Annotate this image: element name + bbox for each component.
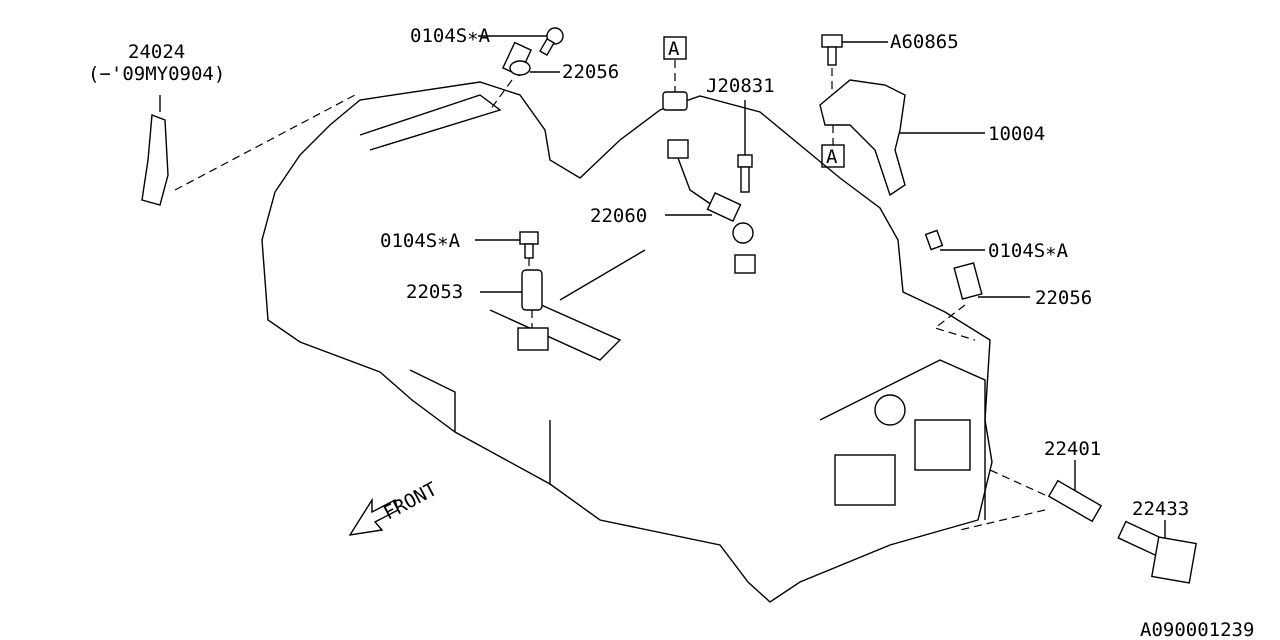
label-24024-note: (−'09MY0904) [88, 63, 225, 85]
part-22060-knock-sensor [665, 139, 756, 274]
part-24024-bracket [141, 94, 356, 206]
label-22053: 22053 [406, 281, 463, 303]
label-diagram-id: A090001239 [1140, 619, 1254, 640]
label-bolt-right: 0104S∗A [988, 240, 1069, 262]
label-j20831: J20831 [706, 75, 775, 97]
part-bolt-right [924, 229, 985, 251]
labels: 24024 (−'09MY0904) 0104S∗A 22056 A J2083… [88, 25, 1254, 640]
part-bolt-mid [475, 231, 539, 270]
front-arrow-icon [348, 497, 399, 536]
label-front: FRONT [380, 478, 441, 524]
part-22053-sensor [480, 269, 549, 351]
ref-a-right [821, 125, 845, 168]
label-ref-a-top: A [668, 38, 680, 60]
part-bolt-top [478, 27, 564, 57]
label-22401: 22401 [1044, 438, 1101, 460]
label-22060: 22060 [590, 205, 647, 227]
label-ref-a-right: A [826, 146, 838, 168]
label-22433: 22433 [1132, 498, 1189, 520]
part-22056-right-sensor [933, 262, 1030, 341]
ref-a-top [662, 36, 688, 111]
part-22401-spark-plug [959, 460, 1103, 531]
part-10004-bracket [819, 79, 985, 197]
part-22433-ignition-coil [1117, 520, 1197, 584]
label-22056-top: 22056 [562, 61, 619, 83]
part-j20831-bolt [737, 100, 753, 193]
part-22056-top-sensor [489, 41, 560, 111]
label-bolt-top: 0104S∗A [410, 25, 491, 47]
label-22056-right: 22056 [1035, 287, 1092, 309]
engine-assembly [261, 81, 993, 603]
label-a60865: A60865 [890, 31, 959, 53]
label-bolt-mid: 0104S∗A [380, 230, 461, 252]
label-24024: 24024 [128, 41, 185, 63]
label-10004: 10004 [988, 123, 1045, 145]
